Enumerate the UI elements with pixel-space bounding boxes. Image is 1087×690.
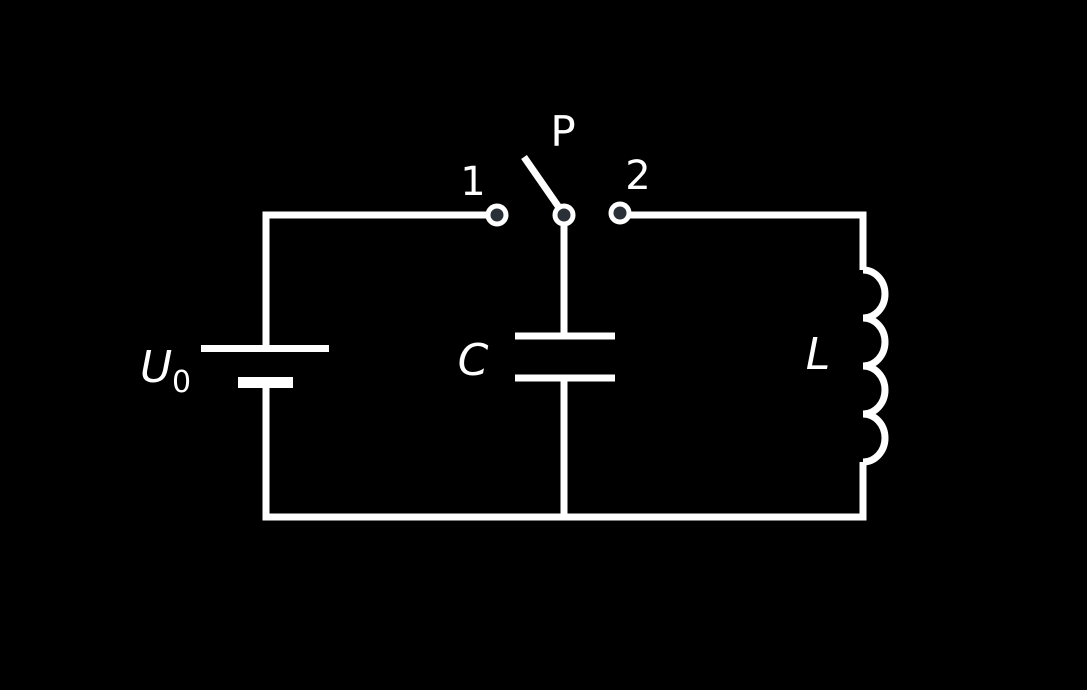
switch-pivot	[552, 203, 576, 227]
terminal-2-label: 2	[625, 153, 650, 199]
source-subscript: 0	[172, 365, 191, 400]
inductor-coil	[862, 266, 889, 466]
switch-lever	[521, 155, 561, 208]
capacitor-label: C	[458, 335, 489, 386]
left-top-wire	[262, 211, 489, 348]
terminal-1	[485, 203, 509, 227]
battery	[201, 345, 329, 388]
terminal-1-label: 1	[460, 159, 485, 205]
switch-label: P	[550, 107, 575, 156]
right-top-wire	[628, 211, 867, 270]
capacitor	[515, 332, 615, 382]
source-label: U	[140, 342, 172, 393]
terminal-2	[608, 201, 632, 225]
inductor-label: L	[806, 329, 831, 380]
battery-short-plate	[238, 377, 293, 388]
